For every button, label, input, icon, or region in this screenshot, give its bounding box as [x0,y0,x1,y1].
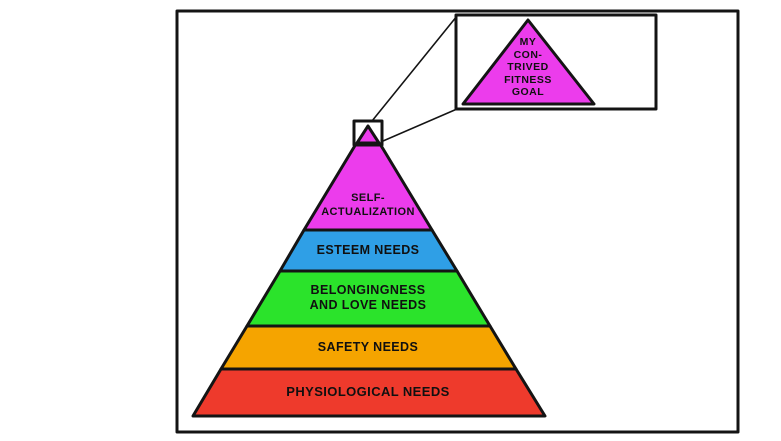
label-line: TRIVED [507,61,549,73]
label-line: SELF- [351,192,385,204]
label-line: AND LOVE NEEDS [309,298,427,312]
callout-line-top [371,15,458,122]
inset-goal-triangle [461,18,596,106]
level-label-safety: SAFETY NEEDS [283,340,453,355]
label-line: BELONGINGNESS [310,283,426,297]
label-line: CON- [513,48,543,61]
label-line: MY [519,36,537,48]
level-label-self-actualization: SELF- ACTUALIZATION [283,192,453,219]
label-line: GOAL [511,86,545,98]
callout-line-bottom [382,108,458,142]
pyramid-level-self-actualization [302,122,434,232]
level-label-esteem: ESTEEM NEEDS [283,243,453,258]
level-label-physiological: PHYSIOLOGICAL NEEDS [268,384,468,399]
label-line: FITNESS [504,73,552,86]
label-line: ACTUALIZATION [321,205,415,218]
label-line: SAFETY NEEDS [317,340,419,354]
inset-goal-label: MY CON- TRIVED FITNESS GOAL [468,36,588,99]
pyramid-tip-triangle [355,124,381,145]
level-label-belongingness: BELONGINGNESS AND LOVE NEEDS [268,283,468,313]
label-line: PHYSIOLOGICAL NEEDS [286,384,450,399]
label-line: ESTEEM NEEDS [316,243,420,257]
